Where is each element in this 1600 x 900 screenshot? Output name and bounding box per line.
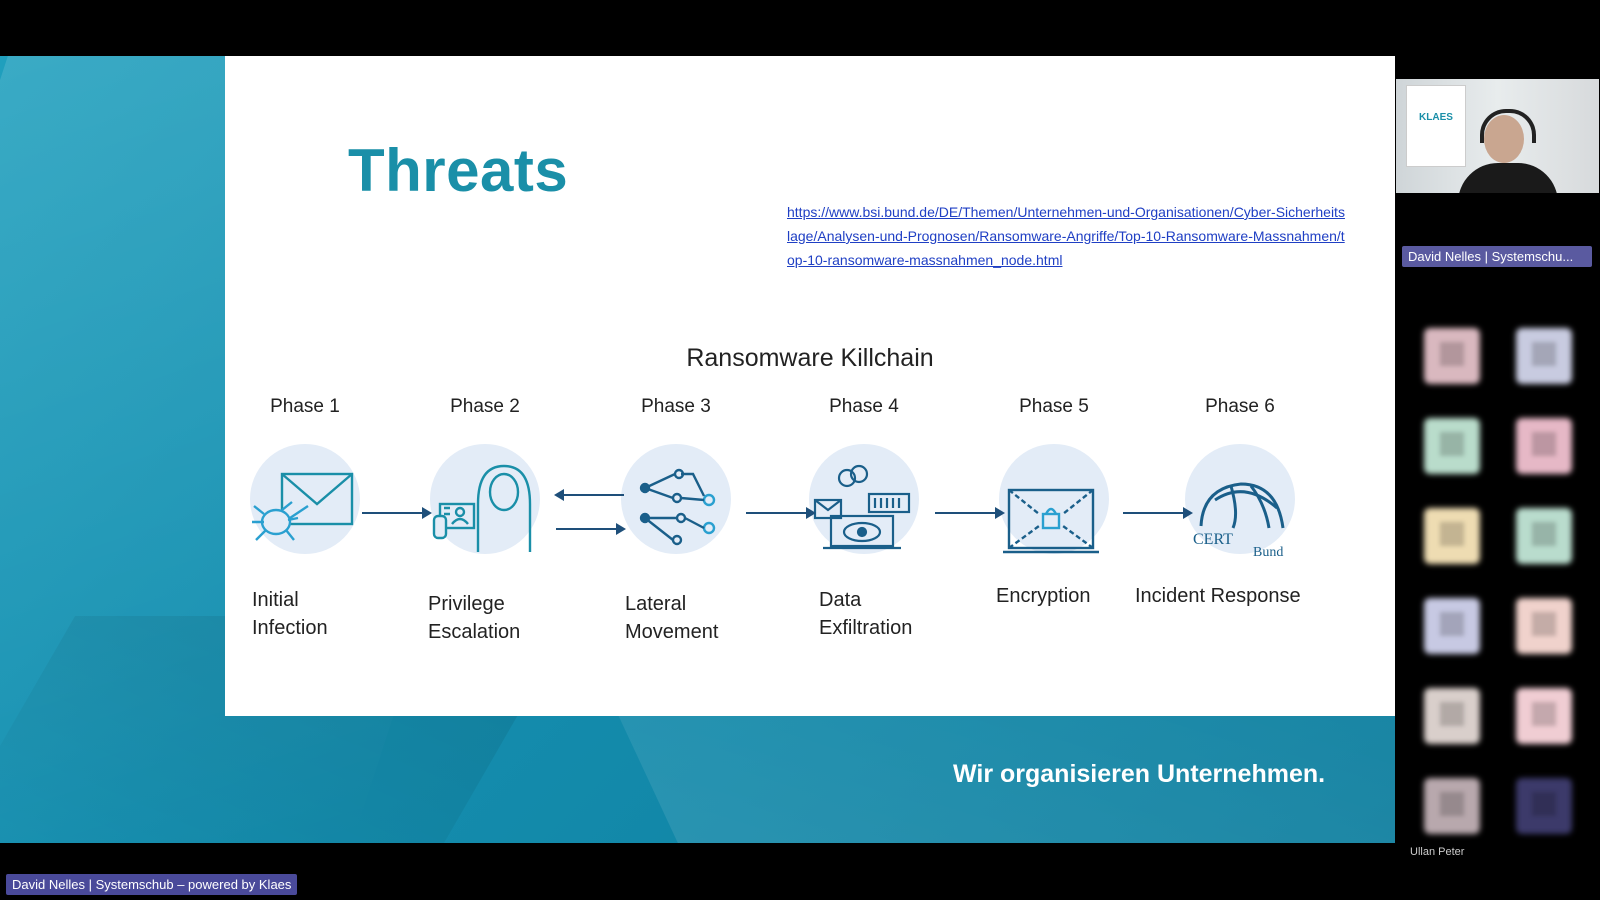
participant-avatar[interactable] bbox=[1418, 592, 1486, 660]
phase-name-line: Incident Response bbox=[1135, 585, 1301, 607]
participant-avatar[interactable] bbox=[1510, 592, 1578, 660]
phase-name: Lateral Movement bbox=[625, 590, 718, 646]
phase-name-line: Exfiltration bbox=[819, 617, 913, 639]
participant-avatar[interactable] bbox=[1510, 772, 1578, 840]
klaes-logo: KLAES bbox=[1419, 112, 1453, 123]
participant-avatar[interactable] bbox=[1418, 502, 1486, 570]
phase-name: Privilege Escalation bbox=[428, 590, 520, 646]
phase-label: Phase 1 bbox=[270, 396, 340, 417]
phase-name-line: Data bbox=[819, 589, 862, 611]
participant-avatar[interactable] bbox=[1418, 772, 1486, 840]
phase-name: Data Exfiltration bbox=[819, 586, 912, 642]
phase-name-line: Escalation bbox=[428, 621, 521, 643]
participant-avatar[interactable] bbox=[1418, 412, 1486, 480]
phase-arrow bbox=[935, 507, 1005, 519]
network-nodes-icon bbox=[621, 444, 731, 554]
participant-avatar[interactable] bbox=[1510, 322, 1578, 390]
phase-arrow bbox=[1123, 507, 1193, 519]
phase-arrow bbox=[556, 523, 626, 535]
phase-name-line: Infection bbox=[252, 617, 328, 639]
phase-name: Initial Infection bbox=[252, 586, 328, 642]
phase-arrow bbox=[362, 507, 432, 519]
presentation-slide: Threats https://www.bsi.bund.de/DE/Theme… bbox=[225, 56, 1395, 716]
participant-avatar[interactable] bbox=[1418, 682, 1486, 750]
envelope-bug-icon bbox=[250, 444, 360, 554]
cert-logo-text: CERT bbox=[1193, 531, 1233, 548]
slide-tagline: Wir organisieren Unternehmen. bbox=[953, 760, 1326, 788]
phase-label: Phase 5 bbox=[1019, 396, 1089, 417]
phase-name: Incident Response bbox=[1135, 582, 1301, 610]
phase-arrow bbox=[746, 507, 816, 519]
killchain-title: Ransomware Killchain bbox=[686, 344, 934, 372]
participant-avatar[interactable] bbox=[1510, 502, 1578, 570]
bsi-reference-link[interactable]: https://www.bsi.bund.de/DE/Themen/Untern… bbox=[787, 204, 1345, 268]
phase-name-line: Encryption bbox=[996, 585, 1091, 607]
speaker-name-chip: David Nelles | Systemschu... bbox=[1402, 246, 1592, 267]
slide-title: Threats bbox=[348, 137, 569, 204]
phase-name-line: Lateral bbox=[625, 593, 687, 615]
phase-label: Phase 6 bbox=[1205, 396, 1275, 417]
phase-name-line: Movement bbox=[625, 621, 719, 643]
phase-name: Encryption bbox=[996, 582, 1091, 610]
participant-avatar[interactable] bbox=[1418, 322, 1486, 390]
participant-avatar[interactable] bbox=[1510, 412, 1578, 480]
speaker-body bbox=[1458, 163, 1558, 193]
phase-name-line: Privilege bbox=[428, 593, 505, 615]
participant-avatar[interactable] bbox=[1510, 682, 1578, 750]
laptop-eye-icon bbox=[809, 444, 919, 554]
headset-icon bbox=[1480, 109, 1536, 143]
cert-logo-subtext: Bund bbox=[1253, 545, 1283, 560]
speaker-video-tile[interactable]: KLAES bbox=[1396, 79, 1599, 193]
phase-label: Phase 2 bbox=[450, 396, 520, 417]
hooded-user-badge-icon bbox=[430, 444, 540, 554]
participant-caption: Ullan Peter bbox=[1410, 846, 1465, 858]
laptop-lock-chain-icon bbox=[999, 444, 1109, 554]
phase-label: Phase 3 bbox=[641, 396, 711, 417]
presenter-name-chip: David Nelles | Systemschub – powered by … bbox=[6, 874, 298, 895]
background-sign: KLAES bbox=[1406, 85, 1466, 167]
phase-arrow-back bbox=[554, 489, 624, 501]
phase-label: Phase 4 bbox=[829, 396, 899, 417]
phase-name-line: Initial bbox=[252, 589, 299, 611]
cert-bund-globe-icon: CERT Bund bbox=[1185, 444, 1295, 560]
